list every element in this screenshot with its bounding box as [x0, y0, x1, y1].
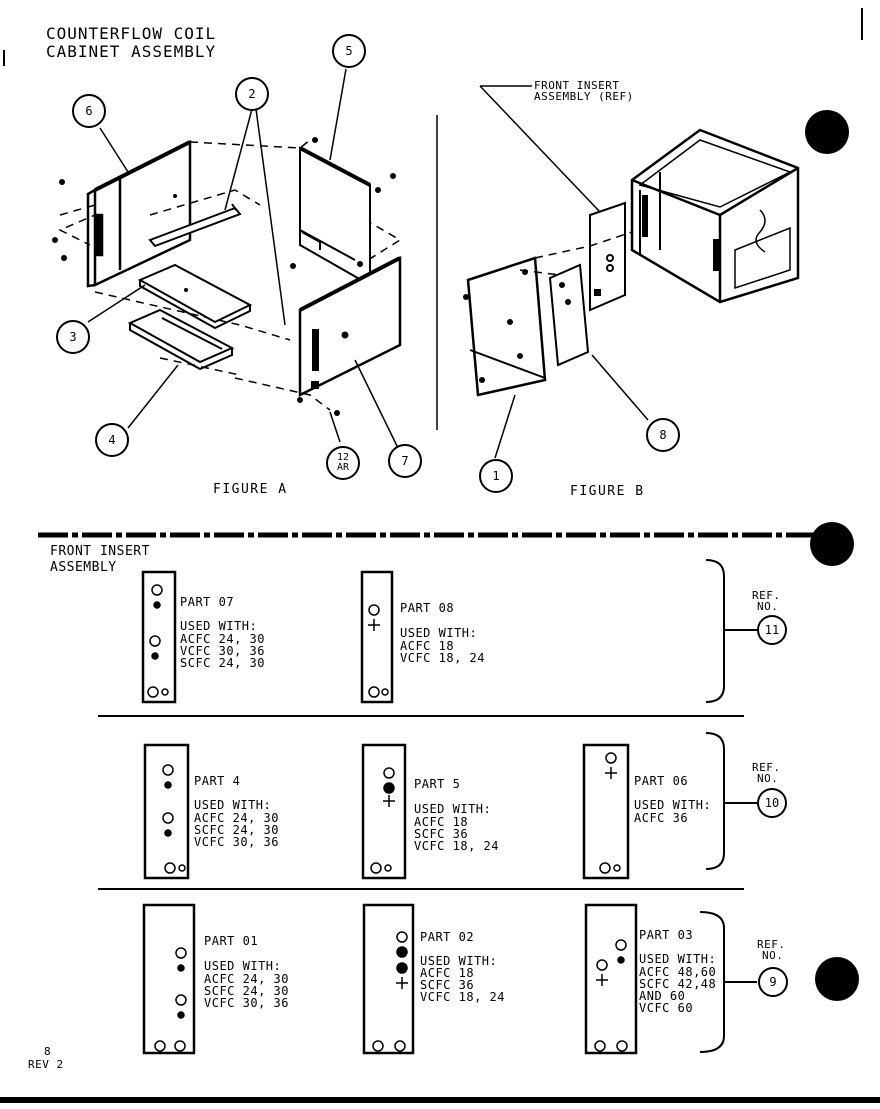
part-model-line: SCFC 36 [414, 827, 469, 841]
page-number: 8 [44, 1045, 52, 1058]
ref-callout-11: 11 [757, 615, 787, 645]
left-side-panel [86, 139, 192, 288]
part-model-line: ACFC 18 [420, 966, 475, 980]
ref-label-no: NO. [762, 949, 784, 962]
part-model-line: VCFC 18, 24 [420, 990, 505, 1004]
part-name: PART 06 [634, 774, 689, 788]
part-model-line: SCFC 42,48 [639, 977, 717, 991]
plate-holes [147, 584, 628, 1052]
part-model-line: AND 60 [639, 989, 686, 1003]
part-used-with: USED WITH: [180, 619, 258, 633]
screws [52, 137, 396, 416]
part-used-with: USED WITH: [634, 798, 712, 812]
revision-label: REV 2 [28, 1058, 64, 1071]
part-plates [141, 570, 638, 1055]
part-model-line: ACFC 18 [414, 815, 469, 829]
part-model-line: VCFC 18, 24 [414, 839, 499, 853]
part-name: PART 02 [420, 930, 475, 944]
registration-dot [810, 522, 854, 566]
callout-5: 5 [332, 34, 366, 68]
leader-lines-b [479, 85, 649, 459]
front-insert-ref-line1: FRONT INSERT [534, 79, 620, 92]
part-model-line: ACFC 18 [400, 639, 455, 653]
ref-label-no: NO. [757, 772, 779, 785]
ref-label: REF. [752, 761, 781, 774]
part-model-line: VCFC 30, 36 [180, 644, 265, 658]
group-brackets [699, 559, 757, 1053]
callout-12-bottom: AR [336, 462, 350, 473]
registration-dot [815, 957, 859, 1001]
part-name: PART 4 [194, 774, 241, 788]
panel-8 [548, 263, 590, 367]
part-model-line: VCFC 30, 36 [204, 996, 289, 1010]
part-model-line: ACFC 24, 30 [204, 972, 289, 986]
callout-1: 1 [479, 459, 513, 493]
part-model-line: ACFC 36 [634, 811, 689, 825]
part-model-line: SCFC 24, 30 [194, 823, 279, 837]
bottom-panel-3 [137, 263, 253, 330]
drain-pan-4 [127, 308, 235, 371]
screws-b [463, 269, 565, 383]
part-name: PART 01 [204, 934, 259, 948]
section-label-line2: ASSEMBLY [50, 560, 117, 575]
part-name: PART 07 [180, 595, 235, 609]
ref-callout-10: 10 [757, 788, 787, 818]
part-name: PART 08 [400, 601, 455, 615]
ref-label-no: NO. [757, 600, 779, 613]
edge-marks [0, 8, 880, 1103]
ref-callout-9: 9 [758, 967, 788, 997]
cabinet-box [630, 128, 800, 304]
callout-3: 3 [56, 320, 90, 354]
diagram-title-line1: COUNTERFLOW COIL [46, 24, 217, 43]
rail-part [148, 203, 242, 248]
callout-4: 4 [95, 423, 129, 457]
panel-1 [466, 256, 547, 397]
callout-6: 6 [72, 94, 106, 128]
front-right-panel-7 [298, 255, 402, 398]
part-model-line: ACFC 48,60 [639, 965, 717, 979]
section-label-line1: FRONT INSERT [50, 544, 150, 559]
part-model-line: ACFC 24, 30 [194, 811, 279, 825]
callout-8: 8 [646, 418, 680, 452]
diagram-title-line2: CABINET ASSEMBLY [46, 42, 217, 61]
part-model-line: SCFC 24, 30 [204, 984, 289, 998]
part-used-with: USED WITH: [400, 626, 478, 640]
part-used-with: USED WITH: [639, 952, 717, 966]
figure-a-label: FIGURE A [213, 482, 288, 497]
part-used-with: USED WITH: [194, 798, 272, 812]
part-used-with: USED WITH: [420, 954, 498, 968]
callout-7: 7 [388, 444, 422, 478]
part-model-line: VCFC 18, 24 [400, 651, 485, 665]
part-model-line: VCFC 60 [639, 1001, 694, 1015]
part-used-with: USED WITH: [414, 802, 492, 816]
callout-2: 2 [235, 77, 269, 111]
callout-12-top: 12 [336, 452, 350, 463]
right-rear-panel [299, 146, 371, 287]
part-used-with: USED WITH: [204, 959, 282, 973]
part-model-line: SCFC 36 [420, 978, 475, 992]
figure-b-label: FIGURE B [570, 484, 645, 499]
registration-dot [805, 110, 849, 154]
part-model-line: ACFC 24, 30 [180, 632, 265, 646]
part-name: PART 03 [639, 928, 694, 942]
front-insert-ref-line2: ASSEMBLY (REF) [534, 90, 634, 103]
front-insert-panel-ref [589, 201, 626, 312]
leader-lines-a [87, 68, 399, 449]
ref-label: REF. [757, 938, 786, 951]
part-name: PART 5 [414, 777, 461, 791]
part-model-line: SCFC 24, 30 [180, 656, 265, 670]
ref-label: REF. [752, 589, 781, 602]
callout-12: 12 AR [326, 446, 360, 480]
part-model-line: VCFC 30, 36 [194, 835, 279, 849]
